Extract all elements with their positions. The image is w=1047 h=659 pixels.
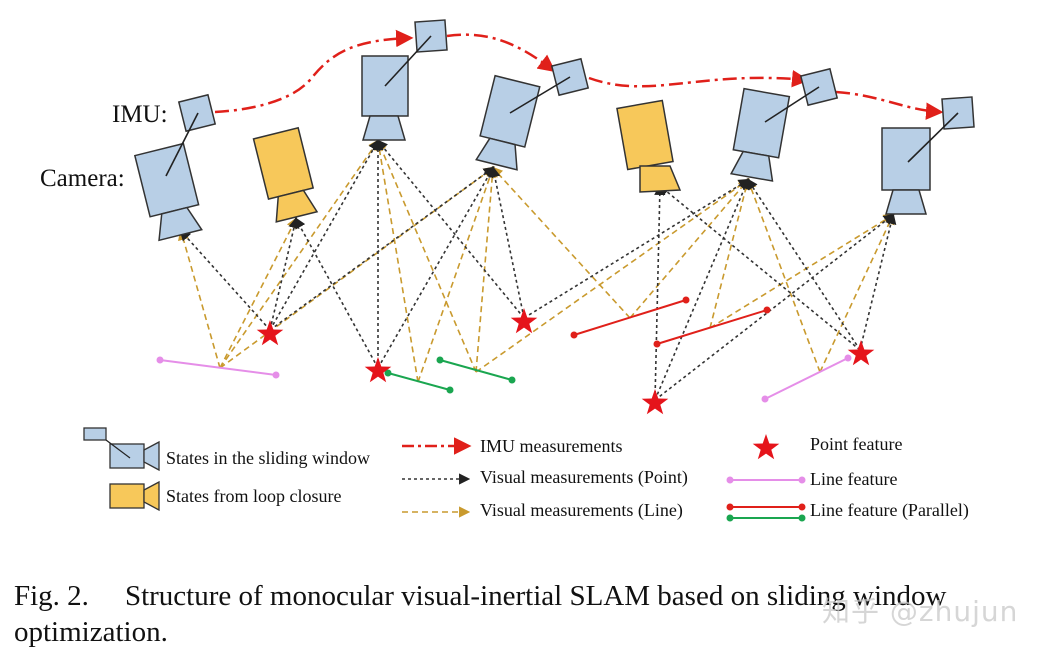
camera-sliding-window-3 [475,74,541,171]
legend-loop-closure-icon [109,480,160,512]
legend-line-parallel-label: Line feature (Parallel) [810,500,969,521]
legend-star-icon [752,434,780,460]
legend-sliding-window-label: States in the sliding window [166,448,370,468]
imu-box-2 [384,19,448,87]
line-feature-red-1 [570,296,690,339]
legend: States in the sliding window States from… [83,427,969,522]
line-feature-red-2 [653,306,771,348]
point-feature-star [510,308,538,334]
line-feature-green-2 [436,356,516,384]
legend-loop-closure-label: States from loop closure [166,486,341,506]
imu-box-1 [165,93,217,177]
camera-sliding-window-5 [881,127,931,215]
point-feature-star [847,340,875,366]
figure-caption: Fig. 2.Structure of monocular visual-ine… [14,578,1034,650]
legend-line-parallel-icon [726,503,806,522]
camera-sliding-window-4 [729,87,791,182]
legend-imu-label: IMU measurements [480,436,622,456]
figure-number: Fig. 2. [14,580,89,612]
camera-label: Camera: [40,165,125,192]
slam-diagram: IMU: Camera: States in the sliding windo… [40,19,975,522]
legend-sliding-window-icon [83,427,160,472]
point-feature-star [364,357,392,383]
point-feature-star [641,389,669,415]
line-feature-pink [156,356,280,379]
watermark: 知乎 @zhujun [822,595,1019,628]
line-feature-green-1 [384,369,454,394]
legend-line-feature-icon [726,476,806,484]
camera-loop-closure-2 [616,99,682,193]
line-feature-pink-right [761,354,852,403]
camera-sliding-window-1 [133,142,203,242]
legend-visual-line-label: Visual measurements (Line) [480,500,683,521]
legend-point-feature-label: Point feature [810,434,902,454]
camera-loop-closure-1 [252,126,319,223]
imu-box-3 [509,57,590,114]
visual-line-measurements [178,138,895,383]
legend-visual-point-label: Visual measurements (Point) [480,467,688,488]
figure-caption-text: Structure of monocular visual-inertial S… [14,580,947,648]
legend-line-feature-label: Line feature [810,469,897,489]
imu-trajectory [214,29,944,120]
imu-label: IMU: [112,101,168,128]
imu-box-5 [907,96,975,163]
visual-point-measurements [179,138,897,401]
imu-box-4 [764,67,839,123]
